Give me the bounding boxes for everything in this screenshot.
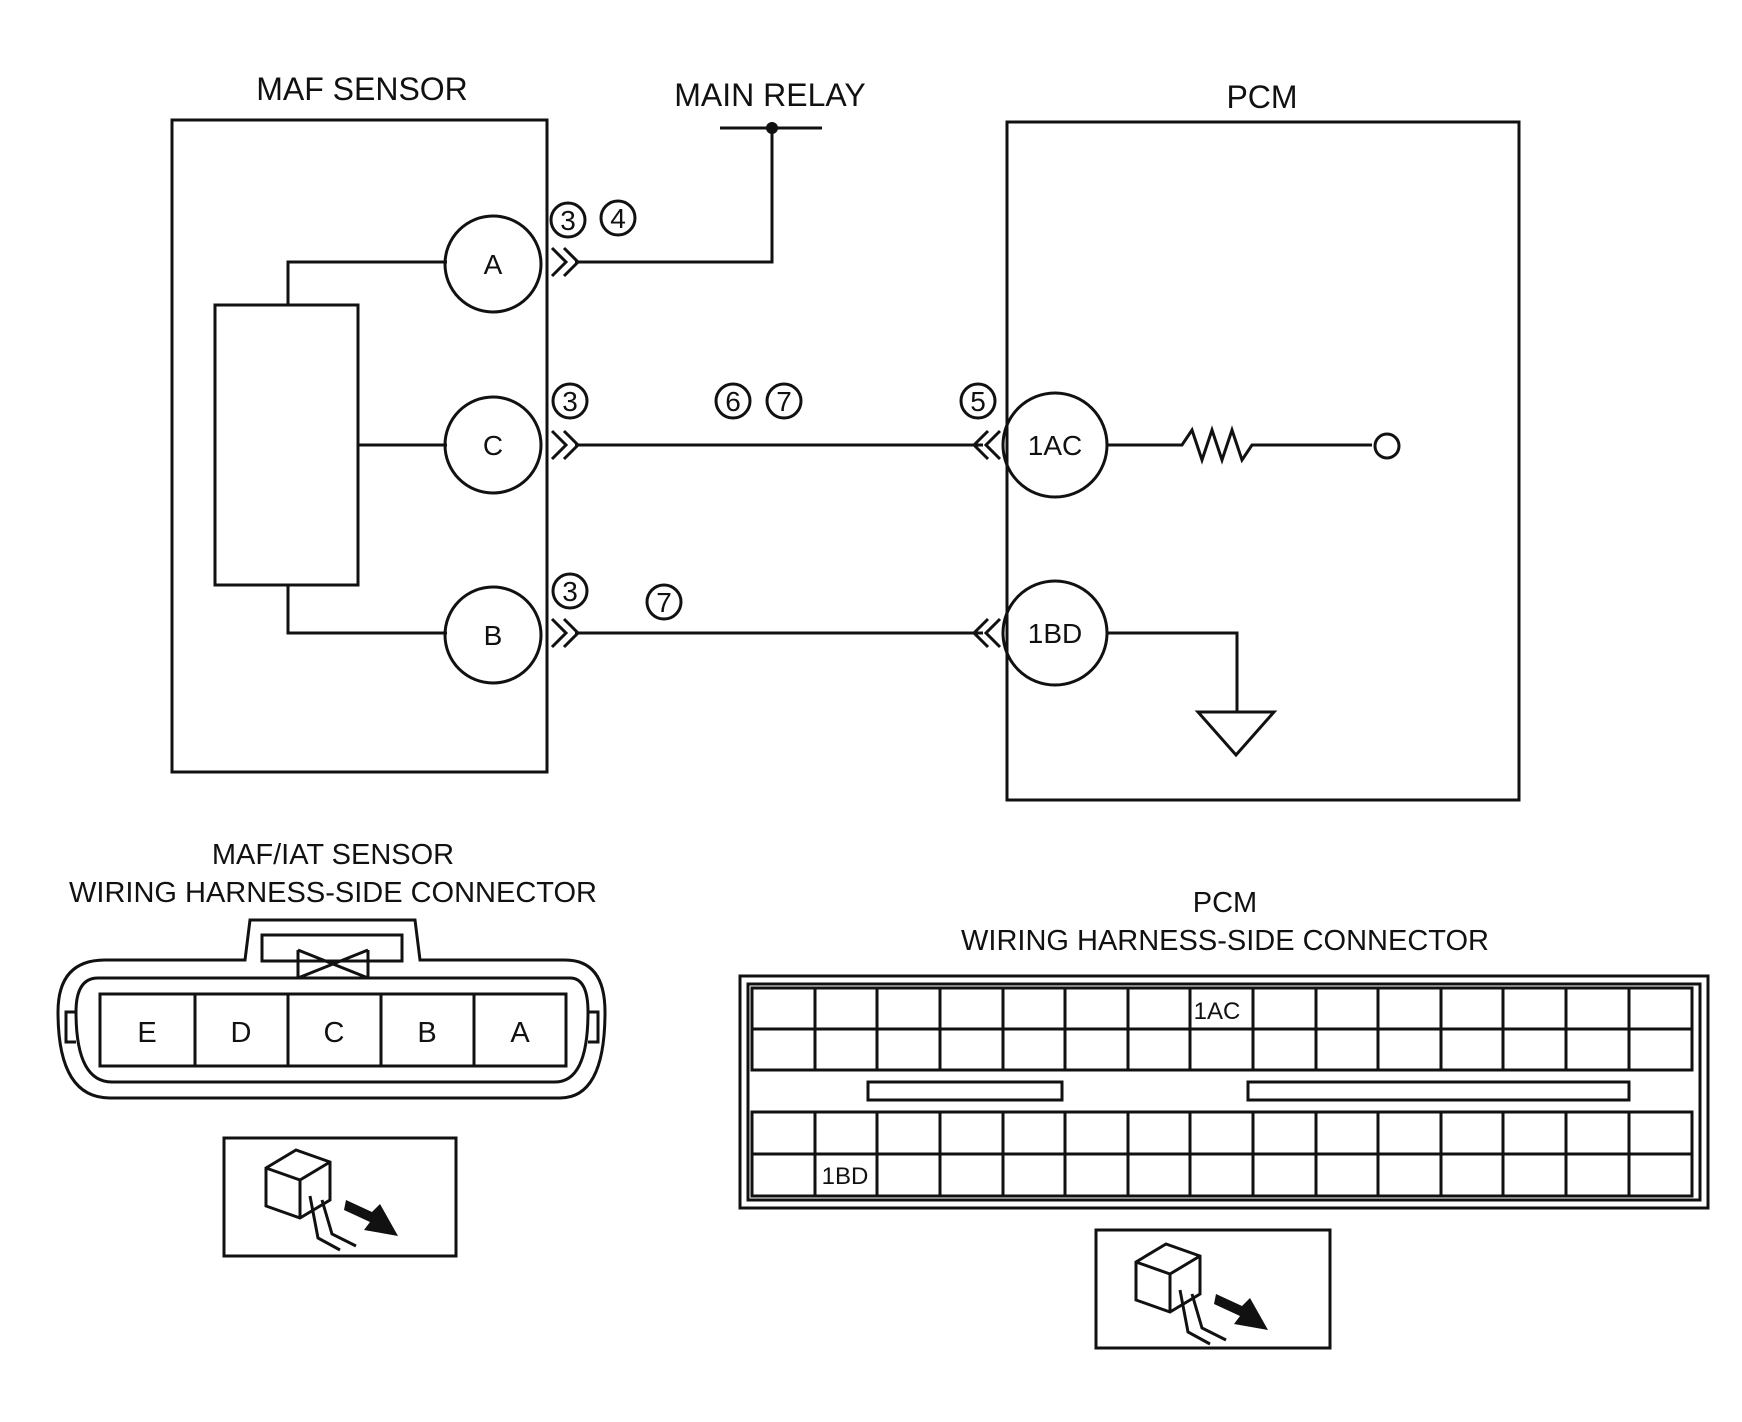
svg-text:A: A xyxy=(484,249,503,280)
maf-connector-terminal-e: E xyxy=(137,1017,156,1049)
ref-marker-c-3: 3 xyxy=(551,382,589,420)
pcm-title: PCM xyxy=(1226,79,1297,115)
maf-internal-wire-a xyxy=(286,260,447,305)
maf-connector-housing-outer xyxy=(56,918,607,1100)
wires xyxy=(575,128,983,635)
maf-connector-view-icon xyxy=(222,1136,458,1258)
pcm-connector-bottom-grid xyxy=(750,1110,1694,1198)
ref-marker-a-4: 4 xyxy=(599,199,637,237)
svg-text:C: C xyxy=(483,430,503,461)
maf-connector-terminal-b: B xyxy=(417,1017,436,1049)
ref-marker-b-7: 7 xyxy=(645,583,683,621)
svg-text:6: 6 xyxy=(725,386,741,417)
maf-connector-housing-inner xyxy=(74,976,590,1084)
svg-text:5: 5 xyxy=(970,386,986,417)
maf-iat-connector-title-line1: MAF/IAT SENSOR xyxy=(212,839,454,871)
ref-marker-a-3: 3 xyxy=(549,201,587,239)
pcm: PCM 1AC 1BD xyxy=(1001,79,1521,802)
maf-connector-symbols xyxy=(550,246,581,649)
reference-markers: 3 4 3 6 7 5 3 7 xyxy=(549,199,997,621)
svg-text:1AC: 1AC xyxy=(1028,430,1082,461)
maf-sensor-title: MAF SENSOR xyxy=(256,71,468,107)
maf-pin-b: B xyxy=(443,585,543,685)
pcm-connector-cell-1bd: 1BD xyxy=(822,1163,869,1190)
svg-text:3: 3 xyxy=(562,386,578,417)
pcm-connector: PCM WIRING HARNESS-SIDE CONNECTOR 1AC xyxy=(738,887,1710,1350)
maf-iat-connector-title-line2: WIRING HARNESS-SIDE CONNECTOR xyxy=(69,877,597,909)
maf-connector-terminal-d: D xyxy=(231,1017,252,1049)
pcm-pin-1ac: 1AC xyxy=(1001,391,1109,499)
ref-marker-c-5: 5 xyxy=(959,382,997,420)
maf-sensor-box xyxy=(170,118,549,774)
pcm-connector-inner xyxy=(746,982,1702,1202)
connector-chevron-a xyxy=(550,246,581,278)
maf-pin-a: A xyxy=(443,214,543,314)
maf-connector-left-tab xyxy=(64,1010,76,1044)
pcm-connector-title-line1: PCM xyxy=(1193,887,1257,919)
reference-voltage-terminal xyxy=(1373,432,1401,460)
pcm-connector-outer xyxy=(738,974,1710,1210)
ref-marker-c-7: 7 xyxy=(765,382,803,420)
main-relay-title: MAIN RELAY xyxy=(674,77,865,113)
svg-text:3: 3 xyxy=(562,576,578,607)
ground-wire xyxy=(1107,631,1239,712)
pcm-connector-cell-1ac: 1AC xyxy=(1194,998,1241,1025)
ground-symbol xyxy=(1194,710,1278,758)
maf-sensor-element xyxy=(213,303,360,587)
maf-connector-terminal-c: C xyxy=(324,1017,345,1049)
svg-text:B: B xyxy=(484,620,503,651)
pcm-connector-top-grid xyxy=(750,986,1694,1072)
maf-pin-c: C xyxy=(443,395,543,495)
maf-connector-lock-x xyxy=(296,948,370,980)
ref-marker-b-3: 3 xyxy=(551,572,589,610)
pcm-connector-title-line2: WIRING HARNESS-SIDE CONNECTOR xyxy=(961,925,1489,957)
connector-chevron-b xyxy=(550,617,581,649)
svg-text:1BD: 1BD xyxy=(1028,618,1082,649)
svg-text:7: 7 xyxy=(776,386,792,417)
wire-a-main-relay xyxy=(575,128,774,264)
resistor xyxy=(1107,425,1372,465)
pcm-box xyxy=(1005,120,1521,802)
svg-text:4: 4 xyxy=(610,203,626,234)
pcm-connector-view-icon xyxy=(1094,1228,1332,1350)
main-relay: MAIN RELAY xyxy=(674,77,866,134)
pcm-connector-key-slot-right xyxy=(1246,1080,1631,1102)
connector-chevron-1ac xyxy=(971,429,1002,461)
maf-internal-wire-b xyxy=(286,585,447,635)
connector-chevron-c xyxy=(550,429,581,461)
pcm-connector-symbols xyxy=(971,429,1002,649)
connector-chevron-1bd xyxy=(971,617,1002,649)
ref-marker-c-6: 6 xyxy=(714,382,752,420)
maf-connector-terminal-a: A xyxy=(510,1017,530,1049)
maf-connector-lock xyxy=(260,933,404,963)
maf-connector-right-tab xyxy=(588,1010,600,1044)
svg-text:3: 3 xyxy=(560,205,576,236)
svg-text:7: 7 xyxy=(656,587,672,618)
pcm-connector-key-slot-left xyxy=(866,1080,1064,1102)
maf-iat-connector: MAF/IAT SENSOR WIRING HARNESS-SIDE CONNE… xyxy=(56,839,607,1258)
maf-sensor: MAF SENSOR A C B xyxy=(170,71,549,774)
pcm-pin-1bd: 1BD xyxy=(1001,579,1109,687)
